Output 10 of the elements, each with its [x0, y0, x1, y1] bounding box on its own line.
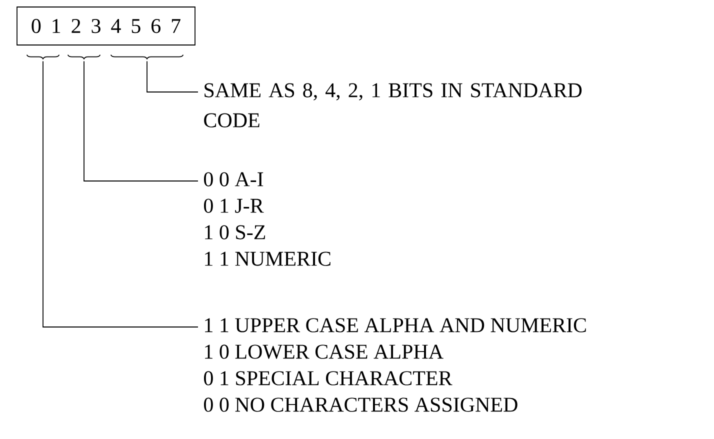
code-list: 1 1 UPPER CASE ALPHA AND NUMERIC 1 0 LOWER CASE ALPHA 0 1 SPECIAL CHARACTER 0 0 NO CHARACTERS ASSIGNED	[204, 318, 586, 412]
leader-line	[84, 60, 198, 182]
brace	[110, 54, 184, 60]
note-text: SAME AS 8, 4, 2, 1 BITS IN STANDARD CODE	[204, 83, 582, 128]
bit-box: 0 1 2 3 4 5 6 7	[16, 6, 196, 46]
brace	[26, 54, 60, 60]
leader-line	[42, 60, 198, 328]
brace	[67, 54, 101, 60]
leader-line	[146, 60, 198, 92]
code-list: 0 0 A-I 0 1 J-R 1 0 S-Z 1 1 NUMERIC	[204, 172, 330, 266]
